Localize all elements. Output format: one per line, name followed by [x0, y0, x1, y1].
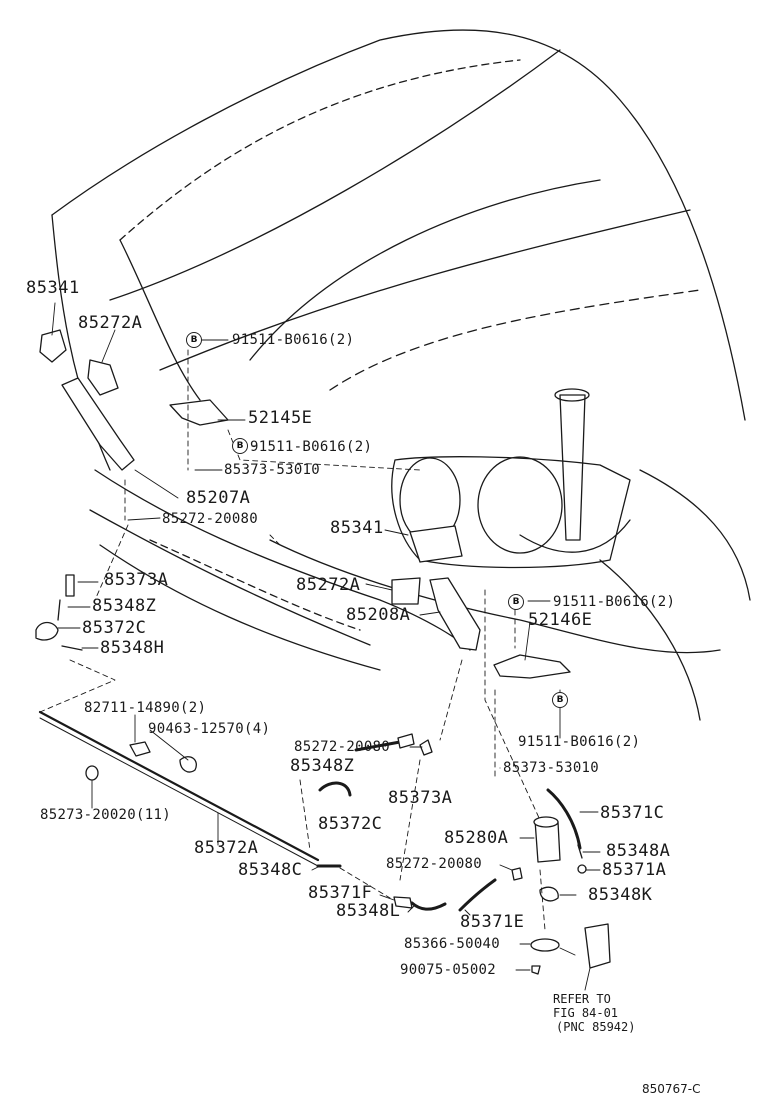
- hood-crease-4: [329, 289, 701, 391]
- hose-85348A: [577, 844, 583, 859]
- bolt-marker-2: B: [232, 438, 248, 454]
- part-label-85272-20080-low: 85272-20080: [386, 856, 483, 872]
- part-label-85280A: 85280A: [444, 828, 509, 848]
- part-label-85348L: 85348L: [336, 901, 401, 921]
- fender-right: [639, 469, 751, 601]
- hose-85372C-mid: [318, 781, 352, 797]
- hose-85371E: [458, 878, 497, 912]
- tank-body: [519, 519, 631, 553]
- part-label-85373A-mid: 85373A: [388, 788, 453, 808]
- clip-82711: [129, 741, 151, 757]
- left-actuator: [61, 377, 135, 471]
- pump-top: [533, 816, 559, 828]
- part-label-82711: 82711-14890(2): [84, 700, 207, 716]
- clip-85273: [85, 765, 99, 781]
- fender-right-2: [599, 559, 701, 721]
- hood-outline: [51, 29, 746, 421]
- right-bracket-52146E: [493, 654, 571, 679]
- part-label-85371F: 85371F: [308, 883, 373, 903]
- part-label-85272-20080-mid: 85272-20080: [294, 739, 391, 755]
- connector-85272-low: [511, 867, 523, 881]
- bumper-lower: [269, 539, 721, 654]
- bolt-marker-3: B: [508, 594, 524, 610]
- right-cap: [409, 525, 463, 563]
- part-label-85272-20080-top: 85272-20080: [162, 511, 259, 527]
- part-label-85341-left: 85341: [26, 278, 80, 298]
- grommet-85366: [530, 938, 560, 952]
- part-label-85348A: 85348A: [606, 841, 671, 861]
- refer-note-line-1: REFER TO: [553, 992, 611, 1006]
- hose-85372A: [38, 710, 320, 862]
- part-label-85373-53010-top: 85373-53010: [224, 462, 321, 478]
- part-label-52145E: 52145E: [248, 408, 313, 428]
- refer-note-line-2: FIG 84-01: [553, 1006, 619, 1020]
- part-label-85371E: 85371E: [460, 912, 525, 932]
- plug-85371A: [577, 864, 587, 874]
- hose-85348H: [61, 645, 83, 651]
- hood-crease-1: [109, 49, 561, 301]
- part-label-85372C-left: 85372C: [82, 618, 147, 638]
- bolt-marker-1: B: [186, 332, 202, 348]
- bumper-line-4: [149, 539, 361, 631]
- bumper-line-2: [89, 509, 371, 646]
- part-label-90075: 90075-05002: [400, 962, 497, 978]
- hose-85348L: [410, 901, 447, 911]
- part-label-85341-right: 85341: [330, 518, 384, 538]
- left-bracket-52145E: [169, 399, 229, 426]
- hose-85348Z-left: [57, 599, 61, 621]
- part-label-90463: 90463-12570(4): [148, 721, 271, 737]
- hose-85372C-left: [35, 621, 59, 641]
- connector-85272-mid: [419, 739, 433, 756]
- fender-line: [119, 239, 201, 401]
- filler-cap: [554, 388, 590, 402]
- part-label-85372C-mid: 85372C: [318, 814, 383, 834]
- hose-85373A-mid: [397, 733, 415, 749]
- hood-crease-2: [159, 209, 691, 371]
- filler-neck: [559, 394, 586, 541]
- part-label-85348Z-left: 85348Z: [92, 596, 157, 616]
- left-bracket: [87, 359, 119, 396]
- left-cap: [39, 329, 67, 363]
- tank-85942: [584, 923, 611, 969]
- part-label-85348K: 85348K: [588, 885, 653, 905]
- bumper-line-1: [94, 469, 471, 651]
- hood-crease-3: [249, 179, 601, 361]
- part-label-85366: 85366-50040: [404, 936, 501, 952]
- screw-90075: [531, 965, 541, 975]
- part-label-85373-53010-right: 85373-53010: [503, 760, 600, 776]
- hood-edge: [119, 59, 521, 241]
- part-label-91511-4: 91511-B0616(2): [518, 734, 641, 750]
- part-label-85371A: 85371A: [602, 860, 667, 880]
- part-label-85207A: 85207A: [186, 488, 251, 508]
- part-label-91511-2: 91511-B0616(2): [250, 439, 373, 455]
- hose-85372A-2: [39, 717, 319, 867]
- right-actuator: [429, 577, 481, 651]
- part-label-85348H: 85348H: [100, 638, 165, 658]
- part-label-85371C: 85371C: [600, 803, 665, 823]
- bumper-line-3: [99, 544, 381, 671]
- clip-90463: [179, 756, 197, 773]
- headlamp-outline: [391, 456, 631, 569]
- part-label-85373A-left: 85373A: [104, 570, 169, 590]
- part-label-85272A-left: 85272A: [78, 313, 143, 333]
- part-label-85348Z-mid: 85348Z: [290, 756, 355, 776]
- part-label-91511-1: 91511-B0616(2): [232, 332, 355, 348]
- hose-85348Z-mid: [354, 740, 402, 752]
- part-label-85208A: 85208A: [346, 605, 411, 625]
- part-label-85348C: 85348C: [238, 860, 303, 880]
- headlamp-lens-2: [477, 456, 563, 554]
- diagram-id: 850767-C: [642, 1082, 701, 1096]
- right-bracket: [391, 577, 421, 605]
- part-label-91511-3: 91511-B0616(2): [553, 594, 676, 610]
- bolt-marker-4: B: [552, 692, 568, 708]
- hose-85371C: [546, 788, 582, 850]
- refer-note-line-3: (PNC 85942): [556, 1020, 636, 1034]
- hose-85373A-left: [65, 574, 75, 597]
- part-label-85273: 85273-20020(11): [40, 807, 171, 823]
- part-label-85372A: 85372A: [194, 838, 259, 858]
- part-label-85272A-right: 85272A: [296, 575, 361, 595]
- part-label-52146E: 52146E: [528, 610, 593, 630]
